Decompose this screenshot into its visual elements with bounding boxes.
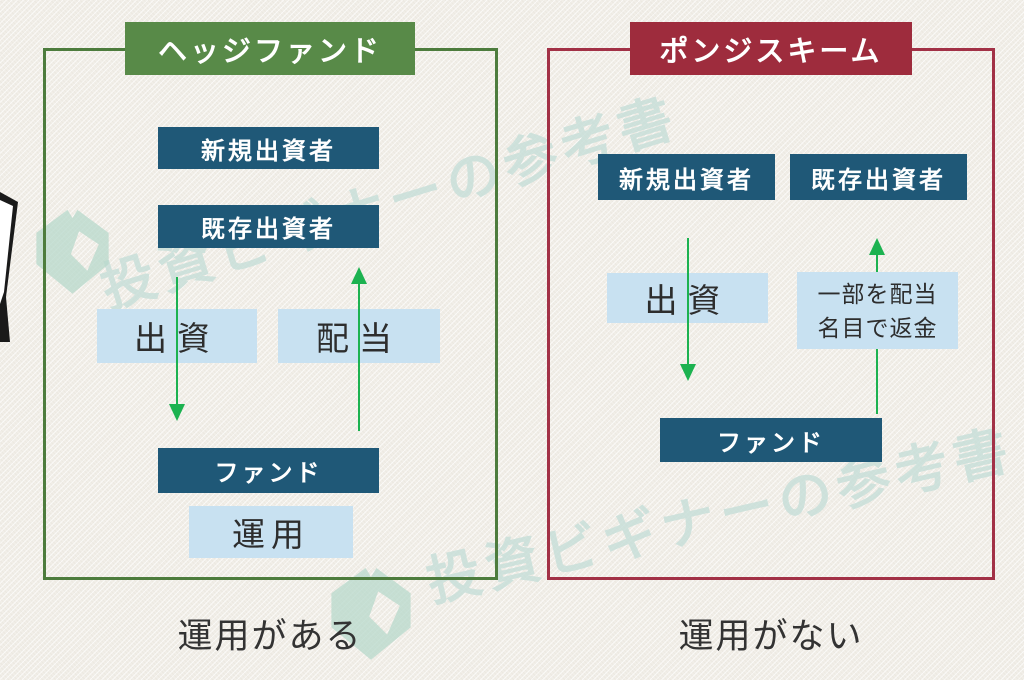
ponzi-invest-down-arrow — [680, 238, 696, 381]
hedge-existing-investors-box: 既存出資者 — [158, 205, 379, 248]
ponzi-scheme-title: ポンジスキーム — [630, 22, 912, 75]
ponzi-new-investors-box: 新規出資者 — [598, 154, 775, 200]
hedge-fund-caption: 運用がある — [177, 617, 363, 656]
hedge-fund-box: ファンド — [158, 448, 379, 493]
ponzi-existing-investors-box: 既存出資者 — [790, 154, 967, 200]
page-curl-icon — [0, 192, 18, 342]
ponzi-refund-label: 一部を配当 名目で返金 — [817, 280, 938, 341]
hedge-dividend-up-arrow — [351, 267, 367, 431]
hedge-new-investors-box: 新規出資者 — [158, 127, 379, 169]
ponzi-fund-box: ファンド — [660, 418, 882, 462]
hedge-operation-box: 運用 — [189, 506, 353, 558]
ponzi-refund-box: 一部を配当 名目で返金 — [797, 272, 958, 349]
hedge-fund-title: ヘッジファンド — [125, 22, 415, 75]
ponzi-scheme-caption: 運用がない — [678, 617, 864, 656]
hedge-invest-down-arrow — [169, 277, 185, 421]
